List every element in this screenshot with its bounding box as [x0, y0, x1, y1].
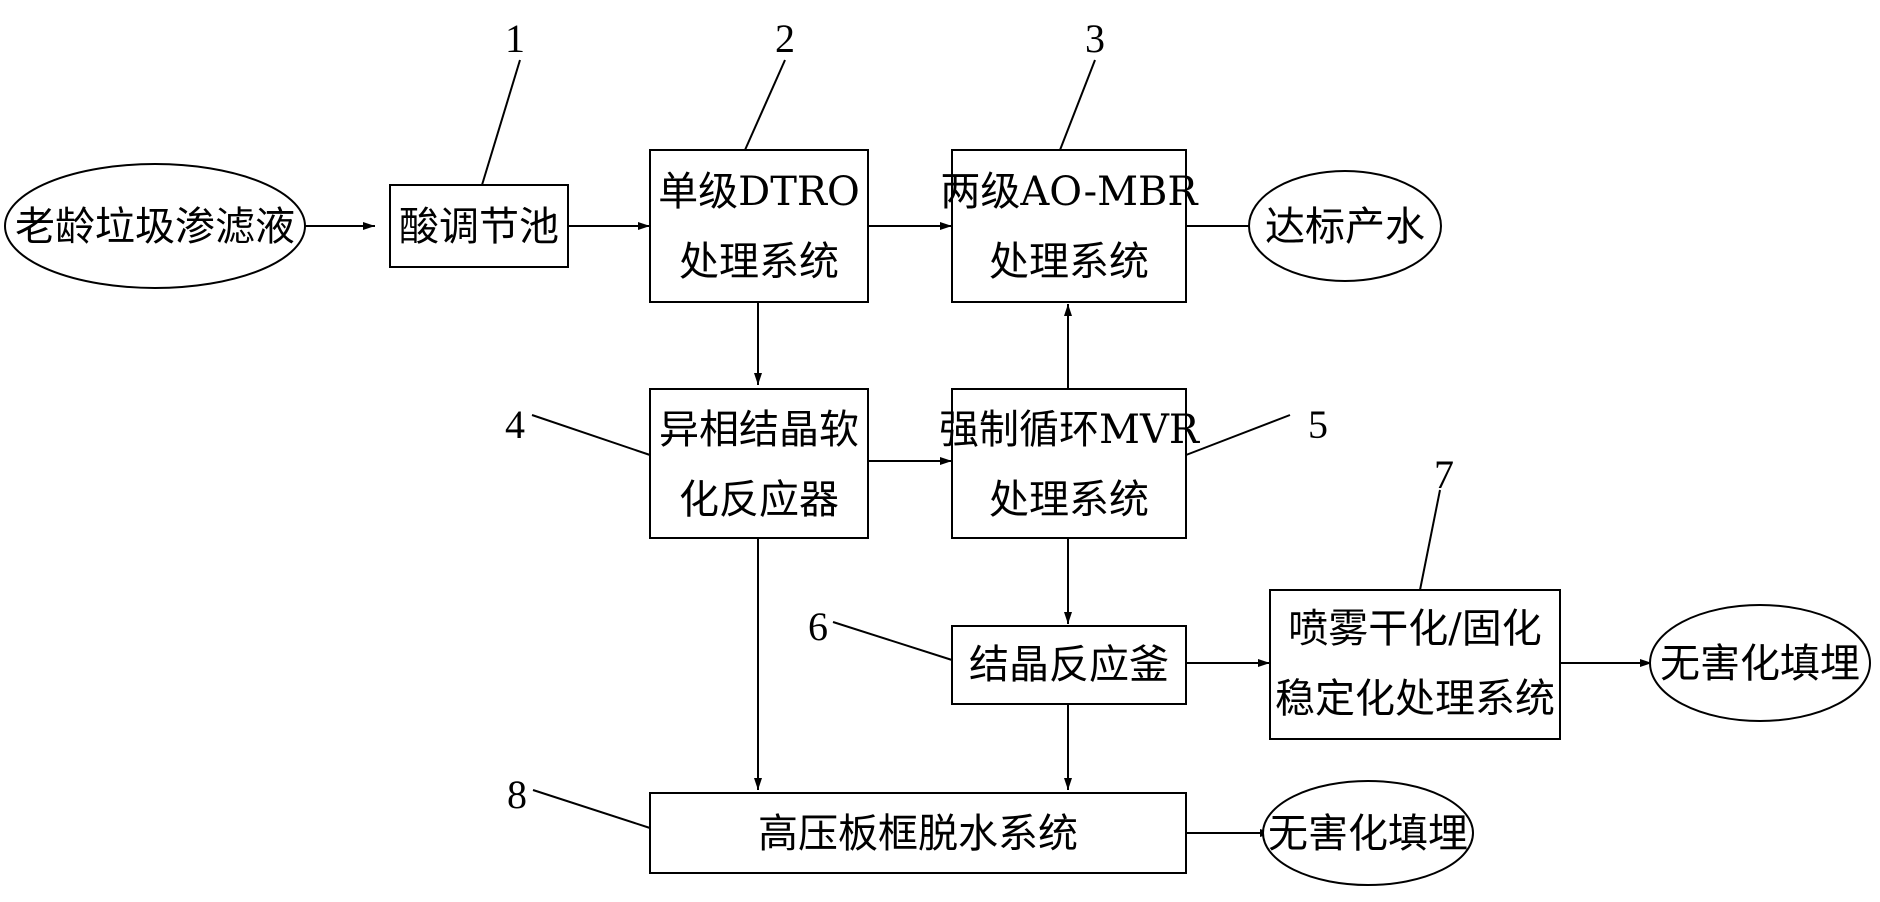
- flow-arrows: [305, 222, 1652, 837]
- node-softening-reactor: 异相结晶软 化反应器: [649, 388, 869, 539]
- callout-4: 4: [505, 402, 525, 447]
- callout-2: 2: [775, 16, 795, 61]
- node-aombr: 两级AO-MBR 处理系统: [940, 149, 1199, 303]
- leader-6: [832, 621, 953, 661]
- leader-2: [744, 59, 786, 151]
- callout-3: 3: [1085, 16, 1105, 61]
- callout-1: 1: [505, 16, 525, 61]
- source-label: 老龄垃圾渗滤液: [15, 204, 295, 250]
- mvr-label-line1: 强制循环MVR: [939, 407, 1201, 453]
- leader-8: [532, 789, 651, 829]
- acid-tank-label: 酸调节池: [399, 204, 559, 250]
- source-ellipse: [4, 163, 306, 289]
- press-label: 高压板框脱水系统: [758, 811, 1078, 857]
- node-dtro: 单级DTRO 处理系统: [649, 149, 869, 303]
- callout-leaders: [481, 59, 1441, 829]
- leader-5: [1185, 414, 1291, 456]
- leader-7: [1419, 489, 1441, 591]
- dtro-label-line2: 处理系统: [679, 239, 839, 285]
- landfill-1-label: 无害化填埋: [1660, 641, 1860, 687]
- softening-label-line2: 化反应器: [679, 477, 839, 523]
- landfill-2-ellipse: [1262, 780, 1474, 886]
- callout-5: 5: [1308, 402, 1328, 447]
- mvr-label-line2: 处理系统: [989, 477, 1149, 523]
- callout-8: 8: [507, 772, 527, 817]
- callout-7: 7: [1434, 452, 1454, 497]
- crystallizer-label: 结晶反应釜: [969, 642, 1169, 688]
- spray-label-line1: 喷雾干化/固化: [1288, 606, 1541, 652]
- node-acid-tank: 酸调节池: [389, 184, 569, 268]
- landfill-2-label: 无害化填埋: [1268, 811, 1468, 857]
- dtro-label-line1: 单级DTRO: [658, 169, 860, 215]
- landfill-1-ellipse: [1649, 604, 1871, 722]
- water-output-label: 达标产水: [1265, 204, 1425, 250]
- node-crystallizer: 结晶反应釜: [951, 625, 1187, 705]
- leader-1: [481, 59, 521, 186]
- spray-label-line2: 稳定化处理系统: [1275, 676, 1555, 722]
- aombr-label-line2: 处理系统: [989, 239, 1149, 285]
- callout-6: 6: [808, 604, 828, 649]
- node-filter-press: 高压板框脱水系统: [649, 792, 1187, 874]
- softening-label-line1: 异相结晶软: [659, 407, 859, 453]
- node-mvr: 强制循环MVR 处理系统: [939, 388, 1201, 539]
- water-output-ellipse: [1248, 170, 1442, 282]
- leader-3: [1059, 59, 1096, 151]
- leader-4: [531, 414, 651, 456]
- aombr-label-line1: 两级AO-MBR: [940, 169, 1199, 215]
- node-spray-drying: 喷雾干化/固化 稳定化处理系统: [1269, 589, 1561, 740]
